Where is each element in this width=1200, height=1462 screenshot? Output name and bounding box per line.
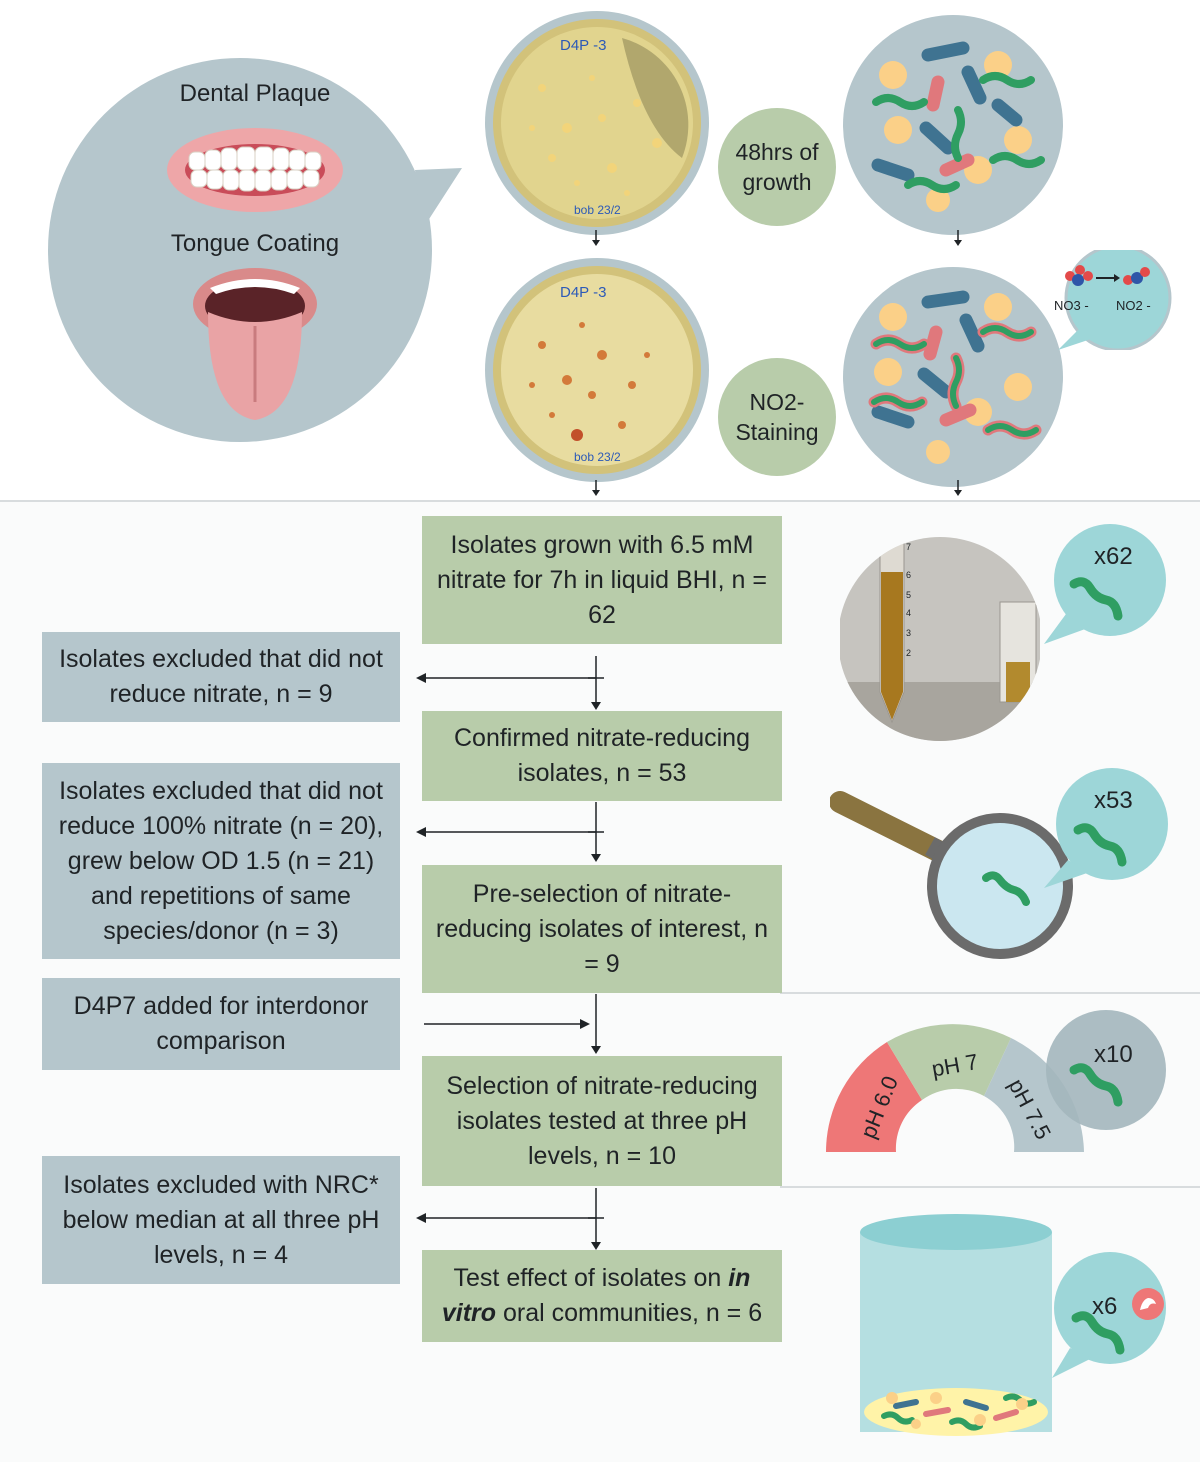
bacteria-community-circle: [843, 15, 1063, 235]
plate-label-top: D4P -3: [560, 37, 606, 54]
section-divider: [0, 500, 1200, 502]
growth-step-circle: 48hrs of growth: [718, 108, 836, 226]
magnifier-icon: [830, 791, 1073, 959]
badge-x53-label: x53: [1094, 787, 1133, 814]
plate-label-top-2: D4P -3: [560, 284, 606, 301]
community-arrow-1: [954, 230, 962, 246]
step-in-vitro-test: Test effect of isolates on in vitro oral…: [422, 1250, 782, 1342]
tube-photo: 7 6 5 4 3 2: [840, 537, 1040, 741]
stained-bacteria-circle: [843, 267, 1063, 487]
added-d4p7: D4P7 added for interdonor comparison: [42, 978, 400, 1070]
strength-icon: [1140, 1298, 1156, 1310]
tube-tick-6: 6: [906, 570, 911, 580]
excluded-low-nrc-text: Isolates excluded with NRC* below median…: [62, 1170, 380, 1269]
added-d4p7-text: D4P7 added for interdonor comparison: [73, 992, 369, 1055]
plate-arrow-2: [592, 480, 600, 496]
ph-gauge: pH 6.0 pH 7 pH 7.5: [826, 1024, 1084, 1152]
in-vitro-cylinder: [860, 1214, 1052, 1436]
step-confirmed-reducers-text: Confirmed nitrate-reducing isolates, n =…: [454, 724, 750, 787]
teeth-icon: [167, 128, 343, 212]
step-in-vitro-test-text: Test effect of isolates on in vitro oral…: [432, 1261, 772, 1331]
step-in-vitro-text-c: oral communities, n = 6: [496, 1299, 763, 1327]
staining-step-line2: Staining: [735, 419, 819, 445]
growth-step-label: 48hrs of growth: [735, 139, 819, 195]
tube-tick-2: 2: [906, 648, 911, 658]
staining-step-line1: NO2-: [749, 389, 805, 415]
badge-x62-label: x62: [1094, 543, 1133, 570]
step-preselection: Pre-selection of nitrate-reducing isolat…: [422, 865, 782, 993]
tongue-icon: [193, 268, 317, 420]
reaction-nitrate-label: NO3 -: [1054, 298, 1089, 313]
badge-x6-label: x6: [1092, 1293, 1117, 1320]
flow-connectors: [416, 656, 604, 1250]
badge-x6: x6: [1052, 1252, 1166, 1378]
reaction-bubble: NO3 - NO2 -: [1054, 250, 1172, 350]
step-ph-selection-text: Selection of nitrate-reducing isolates t…: [446, 1071, 758, 1170]
step-grown-isolates: Isolates grown with 6.5 mM nitrate for 7…: [422, 516, 782, 644]
excluded-no-reduction: Isolates excluded that did not reduce ni…: [42, 632, 400, 722]
tube-tick-7: 7: [906, 542, 911, 552]
tube-tick-4: 4: [906, 608, 911, 618]
tube-tick-3: 3: [906, 628, 911, 638]
step-in-vitro-text-a: Test effect of isolates on: [453, 1264, 729, 1292]
dental-plaque-label: Dental Plaque: [179, 80, 331, 107]
step-ph-selection: Selection of nitrate-reducing isolates t…: [422, 1056, 782, 1186]
tongue-coating-label: Tongue Coating: [170, 230, 340, 257]
badge-x62: x62: [1044, 524, 1166, 644]
badge-x53: x53: [1044, 768, 1168, 888]
excluded-criteria-text: Isolates excluded that did not reduce 10…: [58, 776, 384, 945]
step-grown-isolates-text: Isolates grown with 6.5 mM nitrate for 7…: [436, 530, 768, 629]
excluded-criteria: Isolates excluded that did not reduce 10…: [42, 763, 400, 959]
divider-right-1: [780, 992, 1200, 994]
petri-plate-stained: D4P -3 bob 23/2: [485, 258, 709, 482]
badge-x10-label: x10: [1094, 1041, 1133, 1068]
badge-x10: x10: [1046, 1010, 1166, 1130]
community-arrow-2: [954, 480, 962, 496]
step-in-vitro-text-b: in vitro: [441, 1264, 751, 1327]
step-confirmed-reducers: Confirmed nitrate-reducing isolates, n =…: [422, 711, 782, 801]
reaction-nitrite-label: NO2 -: [1116, 298, 1151, 313]
tube-tick-5: 5: [906, 590, 911, 600]
plate-label-bottom: bob 23/2: [574, 203, 621, 217]
plate-label-bottom-2: bob 23/2: [574, 450, 621, 464]
excluded-no-reduction-text: Isolates excluded that did not reduce ni…: [59, 645, 383, 708]
petri-plate-growth: D4P -3 bob 23/2: [485, 11, 709, 235]
step-preselection-text: Pre-selection of nitrate-reducing isolat…: [435, 879, 769, 978]
excluded-low-nrc: Isolates excluded with NRC* below median…: [42, 1156, 400, 1284]
staining-step-circle: NO2- Staining: [718, 358, 836, 476]
plate-arrow-1: [592, 230, 600, 246]
divider-right-2: [780, 1186, 1200, 1188]
